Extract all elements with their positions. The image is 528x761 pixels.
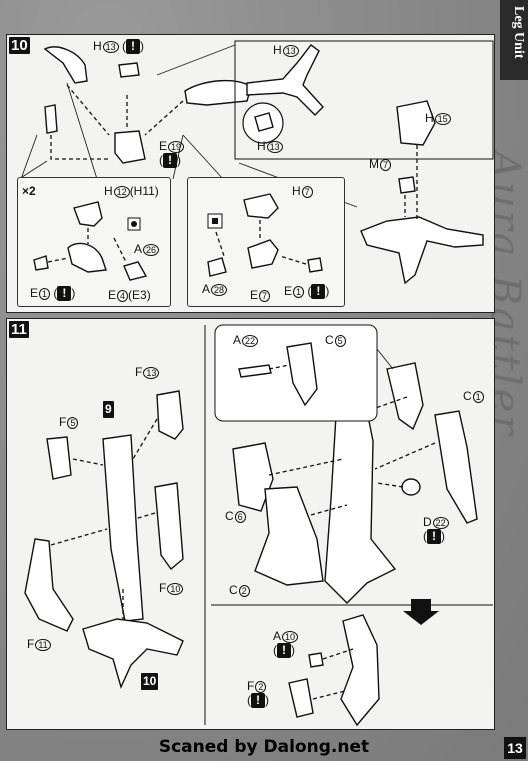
caution-icon: !	[311, 284, 326, 300]
part-right-frame	[324, 390, 397, 604]
caution-icon: !	[251, 693, 265, 709]
step-11-panel: 11	[6, 318, 495, 730]
part-upper-right	[184, 79, 252, 106]
right-sub-diagram	[207, 193, 323, 277]
step-10-diagram	[18, 40, 494, 285]
multiplier-label: ×2	[22, 184, 36, 198]
part-f11	[24, 538, 74, 632]
step-11-diagram	[24, 324, 493, 727]
part-m7	[398, 176, 416, 194]
side-title: Aura Battler	[482, 150, 528, 438]
sub-step-ref-9: 9	[103, 401, 114, 418]
step-10-panel: 10	[6, 34, 495, 313]
part-foot-assembly	[360, 216, 484, 285]
part-f10	[154, 482, 184, 571]
caution-icon: !	[427, 529, 441, 545]
section-tab	[500, 0, 528, 80]
sub-step-ref-10: 10	[141, 673, 159, 690]
part-upper-left	[43, 46, 88, 84]
part-c1	[434, 410, 478, 524]
caution-icon: !	[163, 153, 177, 169]
part-cross-joint	[246, 44, 324, 116]
part-a10	[308, 652, 324, 668]
page-number: 13	[504, 737, 526, 759]
part-foot	[82, 618, 184, 690]
caution-icon: !	[57, 286, 72, 302]
step-number: 10	[9, 37, 30, 54]
caution-icon: !	[277, 643, 291, 659]
left-sub-diagram	[33, 201, 148, 281]
scan-credit: Scaned by Dalong.net	[158, 737, 370, 757]
part-leg-frame	[102, 434, 144, 622]
caution-icon: !	[126, 39, 141, 55]
down-arrow	[403, 599, 439, 625]
part-small-left	[44, 104, 58, 134]
part-detail-body	[340, 614, 380, 727]
section-tab-label: Leg Unit	[511, 6, 526, 59]
part-f13	[156, 390, 184, 440]
part-c2	[254, 486, 324, 586]
part-f2	[288, 678, 314, 718]
part-c5	[386, 362, 424, 431]
part-center-joint	[114, 130, 146, 164]
part-f5	[46, 436, 72, 480]
part-d22	[401, 478, 421, 496]
step-number: 11	[9, 321, 29, 338]
part-h15	[396, 100, 436, 146]
part-top-center	[118, 62, 140, 78]
